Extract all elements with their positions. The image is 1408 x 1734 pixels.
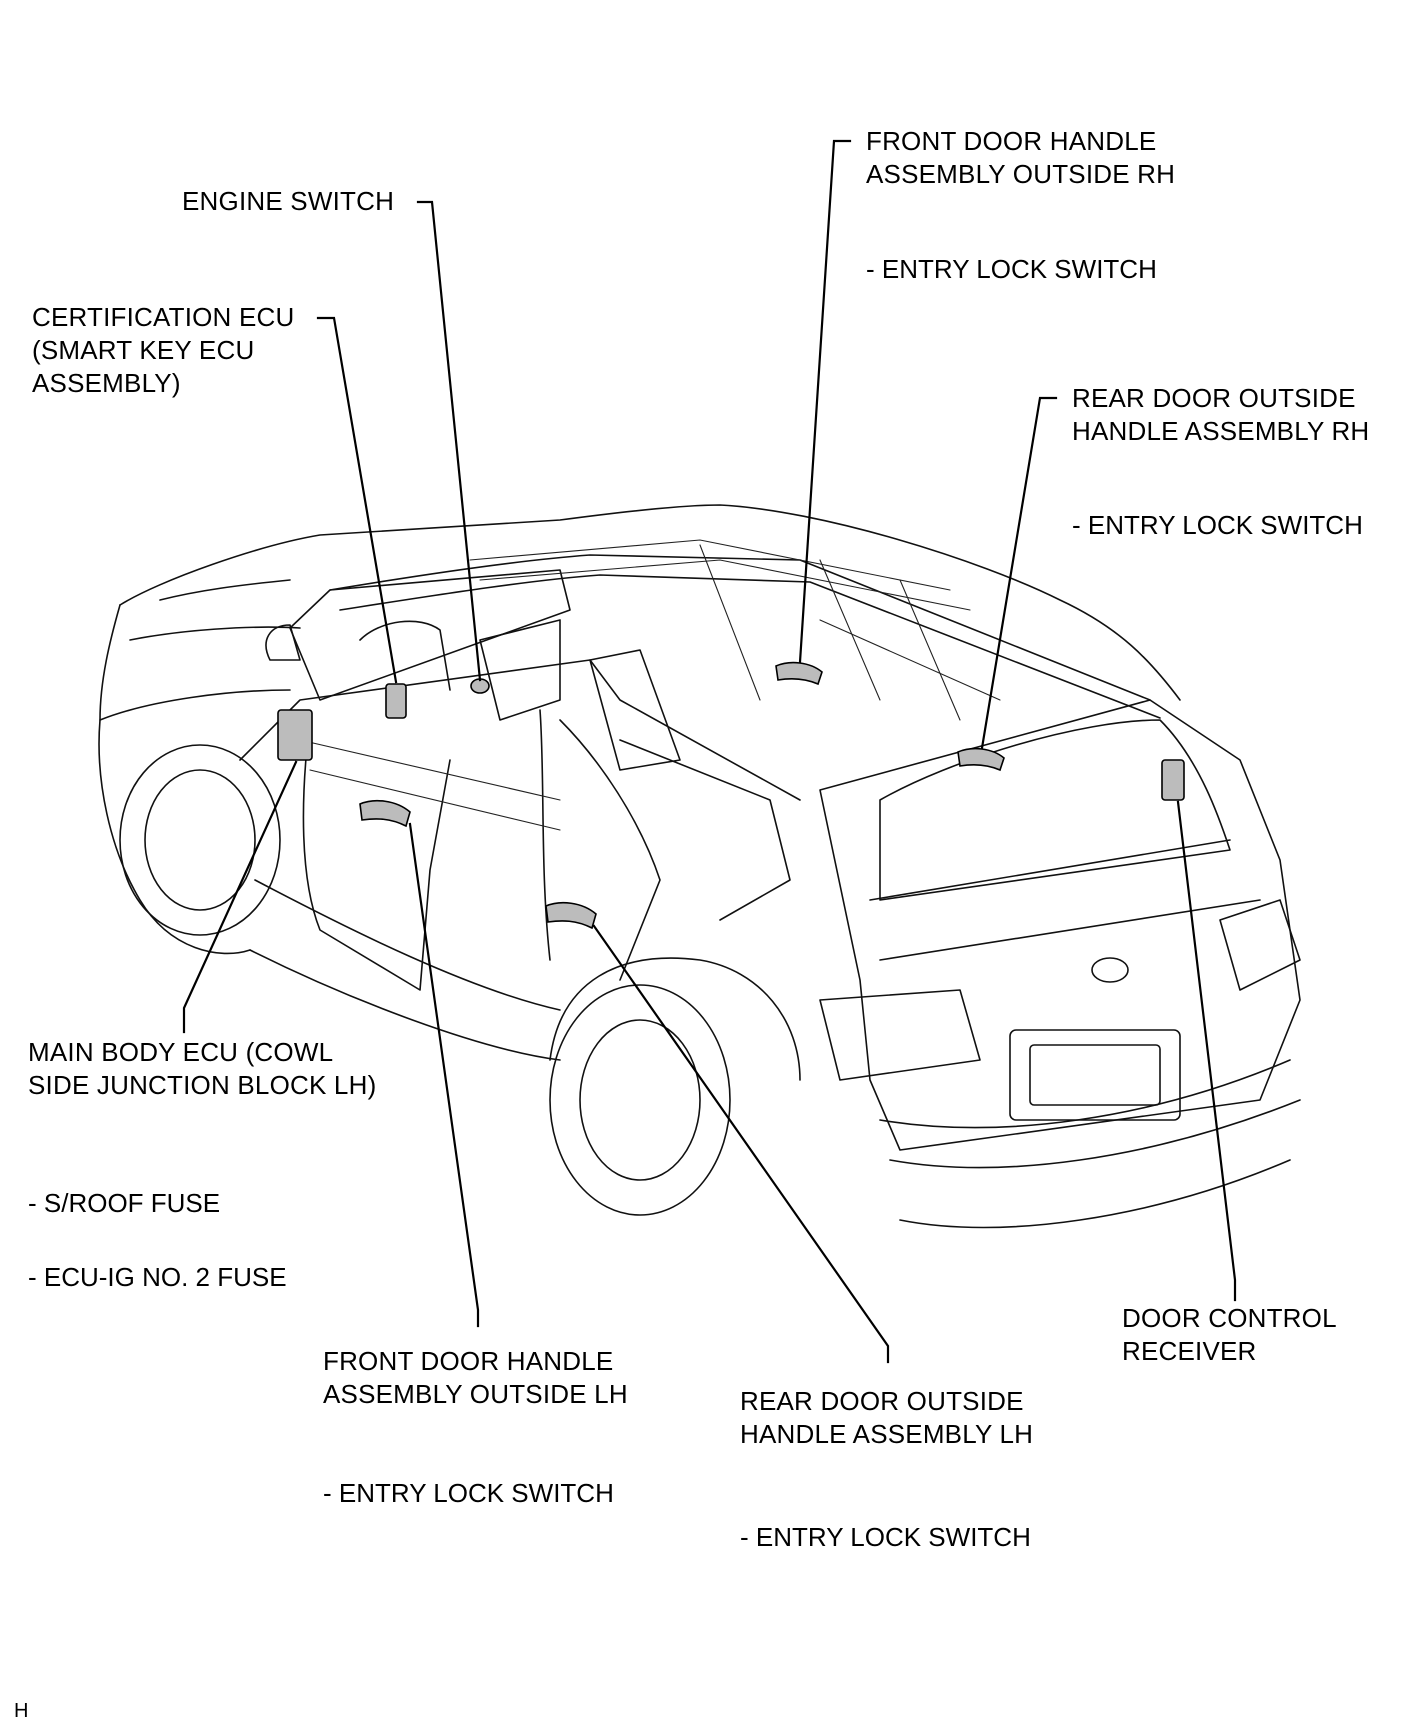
certification-ecu-marker bbox=[385, 683, 407, 719]
leader-front-door-lh bbox=[408, 822, 480, 1328]
main-body-ecu-label-line-1: MAIN BODY ECU (COWL bbox=[28, 1037, 334, 1067]
front-door-handle-rh-marker bbox=[775, 661, 823, 686]
front-door-handle-rh-label-line-2: ASSEMBLY OUTSIDE RH bbox=[866, 159, 1176, 189]
leader-rear-door-rh bbox=[980, 396, 1058, 750]
front-door-handle-lh-marker bbox=[359, 799, 411, 828]
leader-lines bbox=[182, 139, 1237, 1364]
main-body-ecu-label: MAIN BODY ECU (COWL SIDE JUNCTION BLOCK … bbox=[28, 1036, 376, 1102]
door-control-receiver-label: DOOR CONTROL RECEIVER bbox=[1122, 1302, 1337, 1368]
certification-ecu-label: CERTIFICATION ECU (SMART KEY ECU ASSEMBL… bbox=[32, 301, 294, 400]
vehicle-detail-lines bbox=[299, 539, 1001, 831]
front-door-handle-rh-label: FRONT DOOR HANDLE ASSEMBLY OUTSIDE RH bbox=[866, 125, 1175, 191]
leader-rear-door-lh bbox=[592, 924, 890, 1364]
main-body-ecu-marker bbox=[277, 709, 313, 761]
rear-door-handle-rh-sub-label: - ENTRY LOCK SWITCH bbox=[1072, 510, 1363, 540]
rear-door-handle-rh-label-line-1: REAR DOOR OUTSIDE bbox=[1072, 383, 1356, 413]
front-door-handle-rh-label-line-1: FRONT DOOR HANDLE bbox=[866, 126, 1157, 156]
certification-ecu-label-line-2: (SMART KEY ECU bbox=[32, 335, 255, 365]
front-door-handle-lh-label: FRONT DOOR HANDLE ASSEMBLY OUTSIDE LH bbox=[323, 1345, 628, 1411]
rear-door-handle-rh-label-line-2: HANDLE ASSEMBLY RH bbox=[1072, 416, 1370, 446]
rear-door-handle-lh-label-line-1: REAR DOOR OUTSIDE bbox=[740, 1386, 1024, 1416]
rear-door-handle-lh-sub-label: - ENTRY LOCK SWITCH bbox=[740, 1522, 1031, 1552]
engine-switch-label-line-1: ENGINE SWITCH bbox=[182, 186, 395, 216]
leader-front-door-rh bbox=[798, 139, 852, 664]
front-door-handle-lh-label-line-2: ASSEMBLY OUTSIDE LH bbox=[323, 1379, 628, 1409]
vehicle-outline bbox=[98, 504, 1301, 1229]
front-door-handle-lh-sub-label: - ENTRY LOCK SWITCH bbox=[323, 1478, 614, 1508]
rear-door-handle-lh-marker bbox=[545, 901, 597, 930]
leader-main-body-ecu bbox=[182, 760, 298, 1034]
certification-ecu-label-line-1: CERTIFICATION ECU bbox=[32, 302, 295, 332]
leader-door-control-receiver bbox=[1176, 800, 1237, 1302]
rear-door-handle-lh-label: REAR DOOR OUTSIDE HANDLE ASSEMBLY LH bbox=[740, 1385, 1033, 1451]
front-door-handle-rh-sub-label: - ENTRY LOCK SWITCH bbox=[866, 254, 1157, 284]
component-markers bbox=[277, 661, 1185, 930]
front-door-handle-lh-label-line-1: FRONT DOOR HANDLE bbox=[323, 1346, 614, 1376]
main-body-ecu-label-line-2: SIDE JUNCTION BLOCK LH) bbox=[28, 1070, 377, 1100]
engine-switch-label: ENGINE SWITCH bbox=[182, 185, 394, 218]
certification-ecu-label-line-3: ASSEMBLY) bbox=[32, 368, 181, 398]
door-control-receiver-label-line-1: DOOR CONTROL bbox=[1122, 1303, 1337, 1333]
rear-door-handle-rh-marker bbox=[957, 747, 1005, 772]
main-body-ecu-sub-label-1: - S/ROOF FUSE bbox=[28, 1188, 221, 1218]
door-control-receiver-marker bbox=[1161, 759, 1185, 801]
corner-mark: H bbox=[14, 1700, 29, 1722]
leader-certification-ecu bbox=[316, 316, 398, 684]
rear-door-handle-lh-label-line-2: HANDLE ASSEMBLY LH bbox=[740, 1419, 1034, 1449]
main-body-ecu-sub-label-2: - ECU-IG NO. 2 FUSE bbox=[28, 1262, 287, 1292]
door-control-receiver-label-line-2: RECEIVER bbox=[1122, 1336, 1257, 1366]
rear-door-handle-rh-label: REAR DOOR OUTSIDE HANDLE ASSEMBLY RH bbox=[1072, 382, 1369, 448]
leader-engine-switch bbox=[416, 200, 482, 682]
